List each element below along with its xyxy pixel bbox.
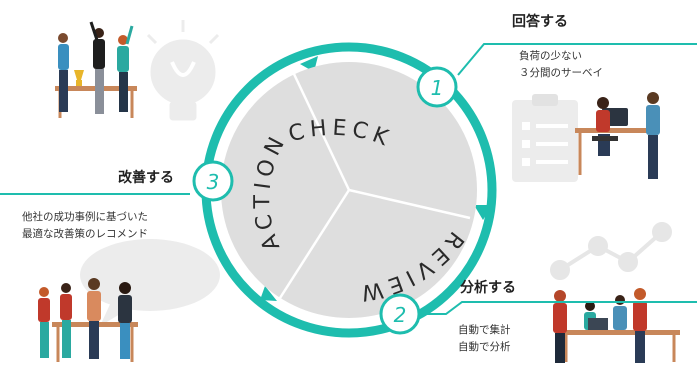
step-description-1-line-2: ３分間のサーベイ (519, 67, 603, 79)
clipboard-icon (512, 94, 578, 182)
segment-divider-bottom (278, 189, 351, 299)
step-description-2-line-1: 自動で集計 (458, 324, 511, 336)
step-description-2-line-2: 自動で分析 (458, 341, 511, 353)
step-title-2: 分析する (460, 280, 516, 296)
chart-icon (550, 222, 672, 280)
segment-divider-top (292, 73, 351, 191)
step-description-1: 負荷の少ない ３分間のサーベイ (519, 48, 603, 82)
connector-line-1 (457, 43, 697, 76)
step-number-2: 2 (394, 303, 407, 327)
step-description-2: 自動で集計 自動で分析 (458, 322, 511, 356)
step-title-3: 改善する (118, 170, 174, 186)
lightbulb-icon (146, 20, 220, 121)
ring-arrow-2 (260, 286, 277, 301)
step-badge-3: 3 (192, 160, 234, 202)
team-celebration-illustration (55, 21, 137, 118)
segment-divider-right (348, 188, 471, 220)
ring-arrow-1 (474, 205, 492, 220)
improvement-team-illustration (38, 278, 138, 362)
step-badge-2: 2 (379, 293, 421, 335)
step-description-3-line-2: 最適な改善策のレコメンド (22, 228, 148, 240)
survey-worker-illustration (575, 92, 660, 179)
step-number-1: 1 (431, 76, 444, 100)
analysis-team-illustration (553, 288, 680, 363)
step-number-3: 3 (207, 170, 220, 194)
step-badge-1: 1 (416, 66, 458, 108)
connector-line-2 (420, 301, 697, 315)
step-description-3-line-1: 他社の成功事例に基づいた (22, 211, 148, 223)
step-description-1-line-1: 負荷の少ない (519, 50, 582, 62)
step-title-1: 回答する (512, 14, 568, 30)
step-description-3: 他社の成功事例に基づいた 最適な改善策のレコメンド (22, 209, 148, 243)
